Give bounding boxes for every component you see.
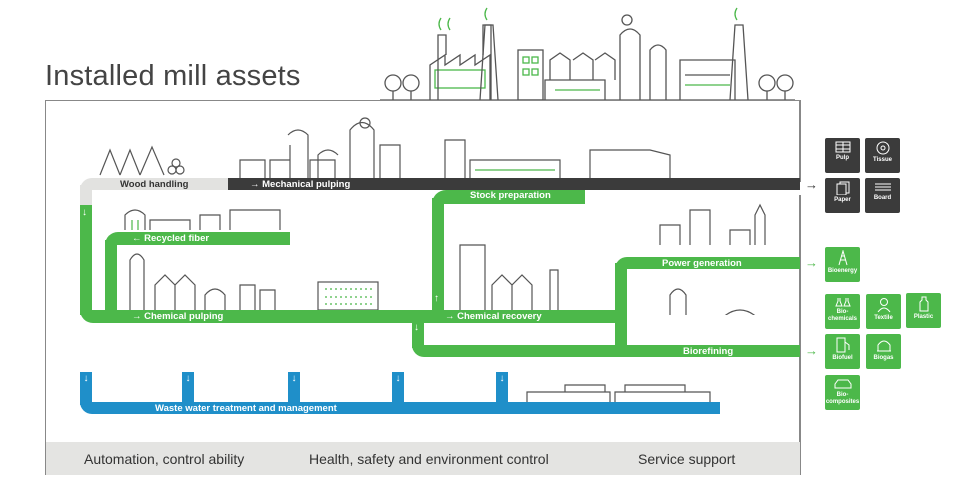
bottle-icon (919, 296, 928, 312)
arrow-down-icon: ↓ (496, 372, 508, 388)
page-title: Installed mill assets (45, 60, 301, 92)
chemical-recovery-label: → Chemical recovery (445, 311, 542, 322)
product-tile-plastic: Plastic (906, 293, 941, 328)
power-generation-label: Power generation (662, 258, 742, 269)
waste-water-pipe (80, 385, 92, 405)
arrow-right-icon: → (805, 343, 818, 358)
product-tile-board: Board (865, 178, 900, 213)
power-generation-pipe (615, 263, 627, 353)
water-treatment-basins (526, 384, 711, 402)
power-generation-pipe (615, 257, 800, 269)
product-tile-biogas: Biogas (866, 334, 901, 369)
footer-automation: Automation, control ability (84, 451, 245, 467)
stock-preparation-pipe (432, 190, 585, 204)
footer-service-support: Service support (638, 451, 736, 467)
pulp-icon (835, 141, 850, 153)
tile-label: Plastic (913, 314, 934, 320)
waste-water-pipe (496, 385, 508, 405)
waste-water-label: Waste water treatment and management (155, 403, 337, 414)
biorefining-pipe (412, 318, 424, 348)
tissue-roll-icon (876, 141, 889, 155)
recycled-fiber-pipe (105, 232, 290, 245)
tile-label: Biogas (873, 355, 894, 361)
chemical-pulping-pipe (80, 310, 625, 323)
biogas-dome-icon (876, 340, 891, 352)
frame-edge (799, 100, 801, 182)
arrow-right-icon: → (805, 255, 818, 270)
product-tile-paper: Paper (825, 178, 860, 213)
chemical-pulping-label: → Chemical pulping (132, 311, 224, 322)
wood-handling-pipe (80, 185, 92, 205)
waste-water-pipe (392, 385, 404, 405)
flask-icon (834, 298, 851, 307)
person-icon (877, 298, 890, 313)
mill-skyline-illustration (380, 7, 795, 101)
arrow-down-icon: ↓ (392, 372, 404, 388)
arrow-right-icon: → (805, 177, 818, 192)
tile-label: Pulp (836, 155, 849, 161)
arrow-down-icon: ↓ (80, 372, 92, 388)
waste-water-pipe (182, 385, 194, 405)
tile-label: Bio-chemicals (827, 309, 858, 322)
footer-hse: Health, safety and environment control (309, 451, 549, 467)
product-tile-tissue: Tissue (865, 138, 900, 173)
product-tile-bioenergy: Bioenergy (825, 247, 860, 282)
recycled-fiber-label: ← Recycled fiber (132, 233, 210, 244)
arrow-up-icon: ↑ (434, 293, 439, 304)
tile-label: Biofuel (832, 355, 853, 361)
car-icon (834, 379, 851, 389)
wood-handling-label: Wood handling (120, 179, 189, 190)
arrow-down-icon: ↓ (82, 207, 87, 218)
wood-handling-pipe (80, 178, 230, 190)
recycled-fiber-text: Recycled fiber (144, 233, 210, 244)
frame-edge (799, 195, 801, 475)
product-tile-textile: Textile (866, 294, 901, 329)
waste-water-pipe (80, 402, 720, 414)
mechanical-pulping-label: → Mechanical pulping (250, 179, 351, 190)
arrow-down-icon: ↓ (414, 322, 419, 333)
mechanical-pulping-text: Mechanical pulping (262, 179, 351, 190)
chemical-pulping-pipe (80, 205, 92, 315)
board-icon (874, 183, 891, 191)
support-services-band: Automation, control ability Health, safe… (46, 442, 800, 475)
recycled-fiber-pipe (105, 240, 117, 315)
arrow-down-icon: ↓ (182, 372, 194, 388)
tile-label: Paper (834, 197, 851, 203)
tile-label: Bio-composites (825, 392, 860, 405)
tile-label: Bioenergy (827, 268, 858, 274)
tile-label: Tissue (873, 157, 892, 163)
tile-label: Board (873, 195, 892, 201)
tile-label: Textile (874, 315, 893, 321)
biorefining-pipe (412, 345, 800, 357)
equipment-illustration (99, 117, 766, 315)
product-tile-biofuel: Biofuel (825, 334, 860, 369)
product-tile-pulp: Pulp (825, 138, 860, 173)
paper-icon (836, 181, 849, 195)
product-tile-biochemicals: Bio-chemicals (825, 294, 860, 329)
stock-preparation-label: Stock preparation (470, 190, 551, 201)
fuel-pump-icon (836, 337, 849, 353)
chemical-pulping-text: Chemical pulping (144, 311, 224, 322)
biorefining-label: Biorefining (683, 346, 734, 357)
arrow-down-icon: ↓ (288, 372, 300, 388)
waste-water-pipe (288, 385, 300, 405)
stock-preparation-pipe (432, 198, 444, 313)
mechanical-pulping-pipe (228, 178, 800, 190)
product-tile-biocomposites: Bio-composites (825, 375, 860, 410)
chemical-recovery-text: Chemical recovery (457, 311, 542, 322)
power-tower-icon (838, 250, 847, 266)
